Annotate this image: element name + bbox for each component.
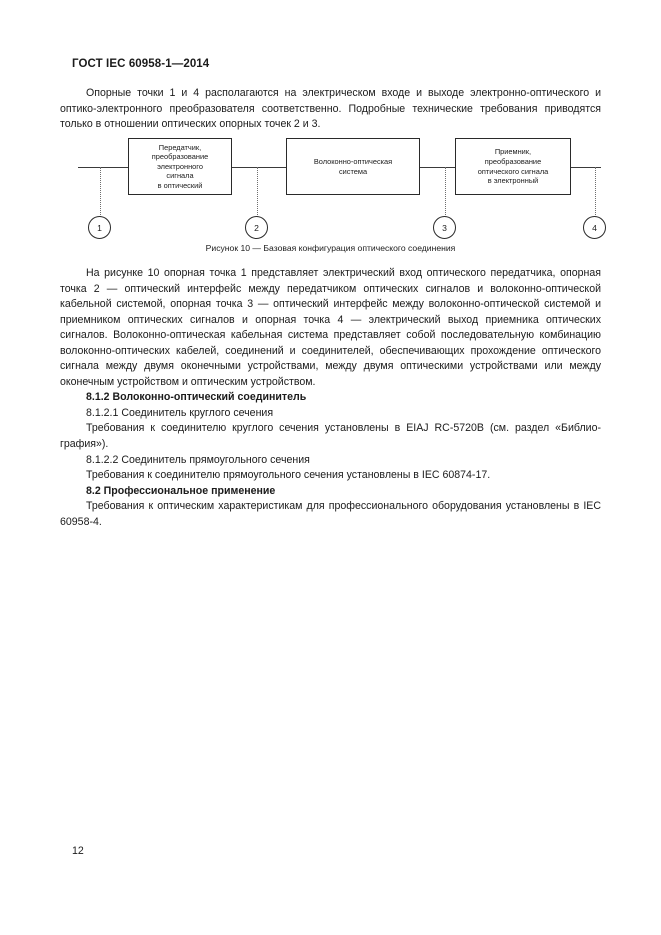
- subheading-8-1-2-2: 8.1.2.2 Соединитель прямоугольного сечен…: [86, 453, 310, 466]
- reference-leader-2: [257, 167, 258, 219]
- paragraph-8-2: Требования к оптическим характеристикам …: [60, 500, 601, 528]
- content-column-lower: На рисунке 10 опорная точка 1 представля…: [60, 266, 601, 530]
- signal-line-input: [78, 167, 128, 168]
- signal-line-tx-to-fiber: [232, 167, 286, 168]
- page-number: 12: [72, 845, 84, 857]
- heading-8-2: 8.2 Профессиональное применение: [86, 484, 276, 497]
- content-column: Опорные точки 1 и 4 располагаются на эле…: [60, 86, 601, 133]
- intro-paragraph: Опорные точки 1 и 4 располагаются на эле…: [60, 87, 601, 131]
- paragraph-8-1-2-1: Требования к соединителю круглого сечени…: [60, 422, 601, 451]
- reference-leader-3: [445, 167, 446, 219]
- reference-leader-1: [100, 167, 101, 219]
- reference-point-3: 3: [433, 216, 456, 239]
- figure-caption: Рисунок 10 — Базовая конфигурация оптиче…: [205, 243, 456, 253]
- reference-point-2: 2: [245, 216, 268, 239]
- reference-leader-4: [595, 167, 596, 219]
- description-paragraph: На рисунке 10 опорная точка 1 представля…: [60, 267, 601, 388]
- reference-point-1: 1: [88, 216, 111, 239]
- signal-line-output: [571, 167, 601, 168]
- running-header: ГОСТ IEC 60958-1—2014: [72, 58, 210, 70]
- paragraph-8-1-2-2: Требования к соединителю прямоугольного …: [86, 469, 491, 482]
- reference-point-4: 4: [583, 216, 606, 239]
- heading-8-1-2: 8.1.2 Волоконно-оптический соединитель: [86, 391, 307, 404]
- signal-line-fiber-to-rx: [420, 167, 455, 168]
- subheading-8-1-2-1: 8.1.2.1 Соединитель круглого сечения: [86, 406, 274, 419]
